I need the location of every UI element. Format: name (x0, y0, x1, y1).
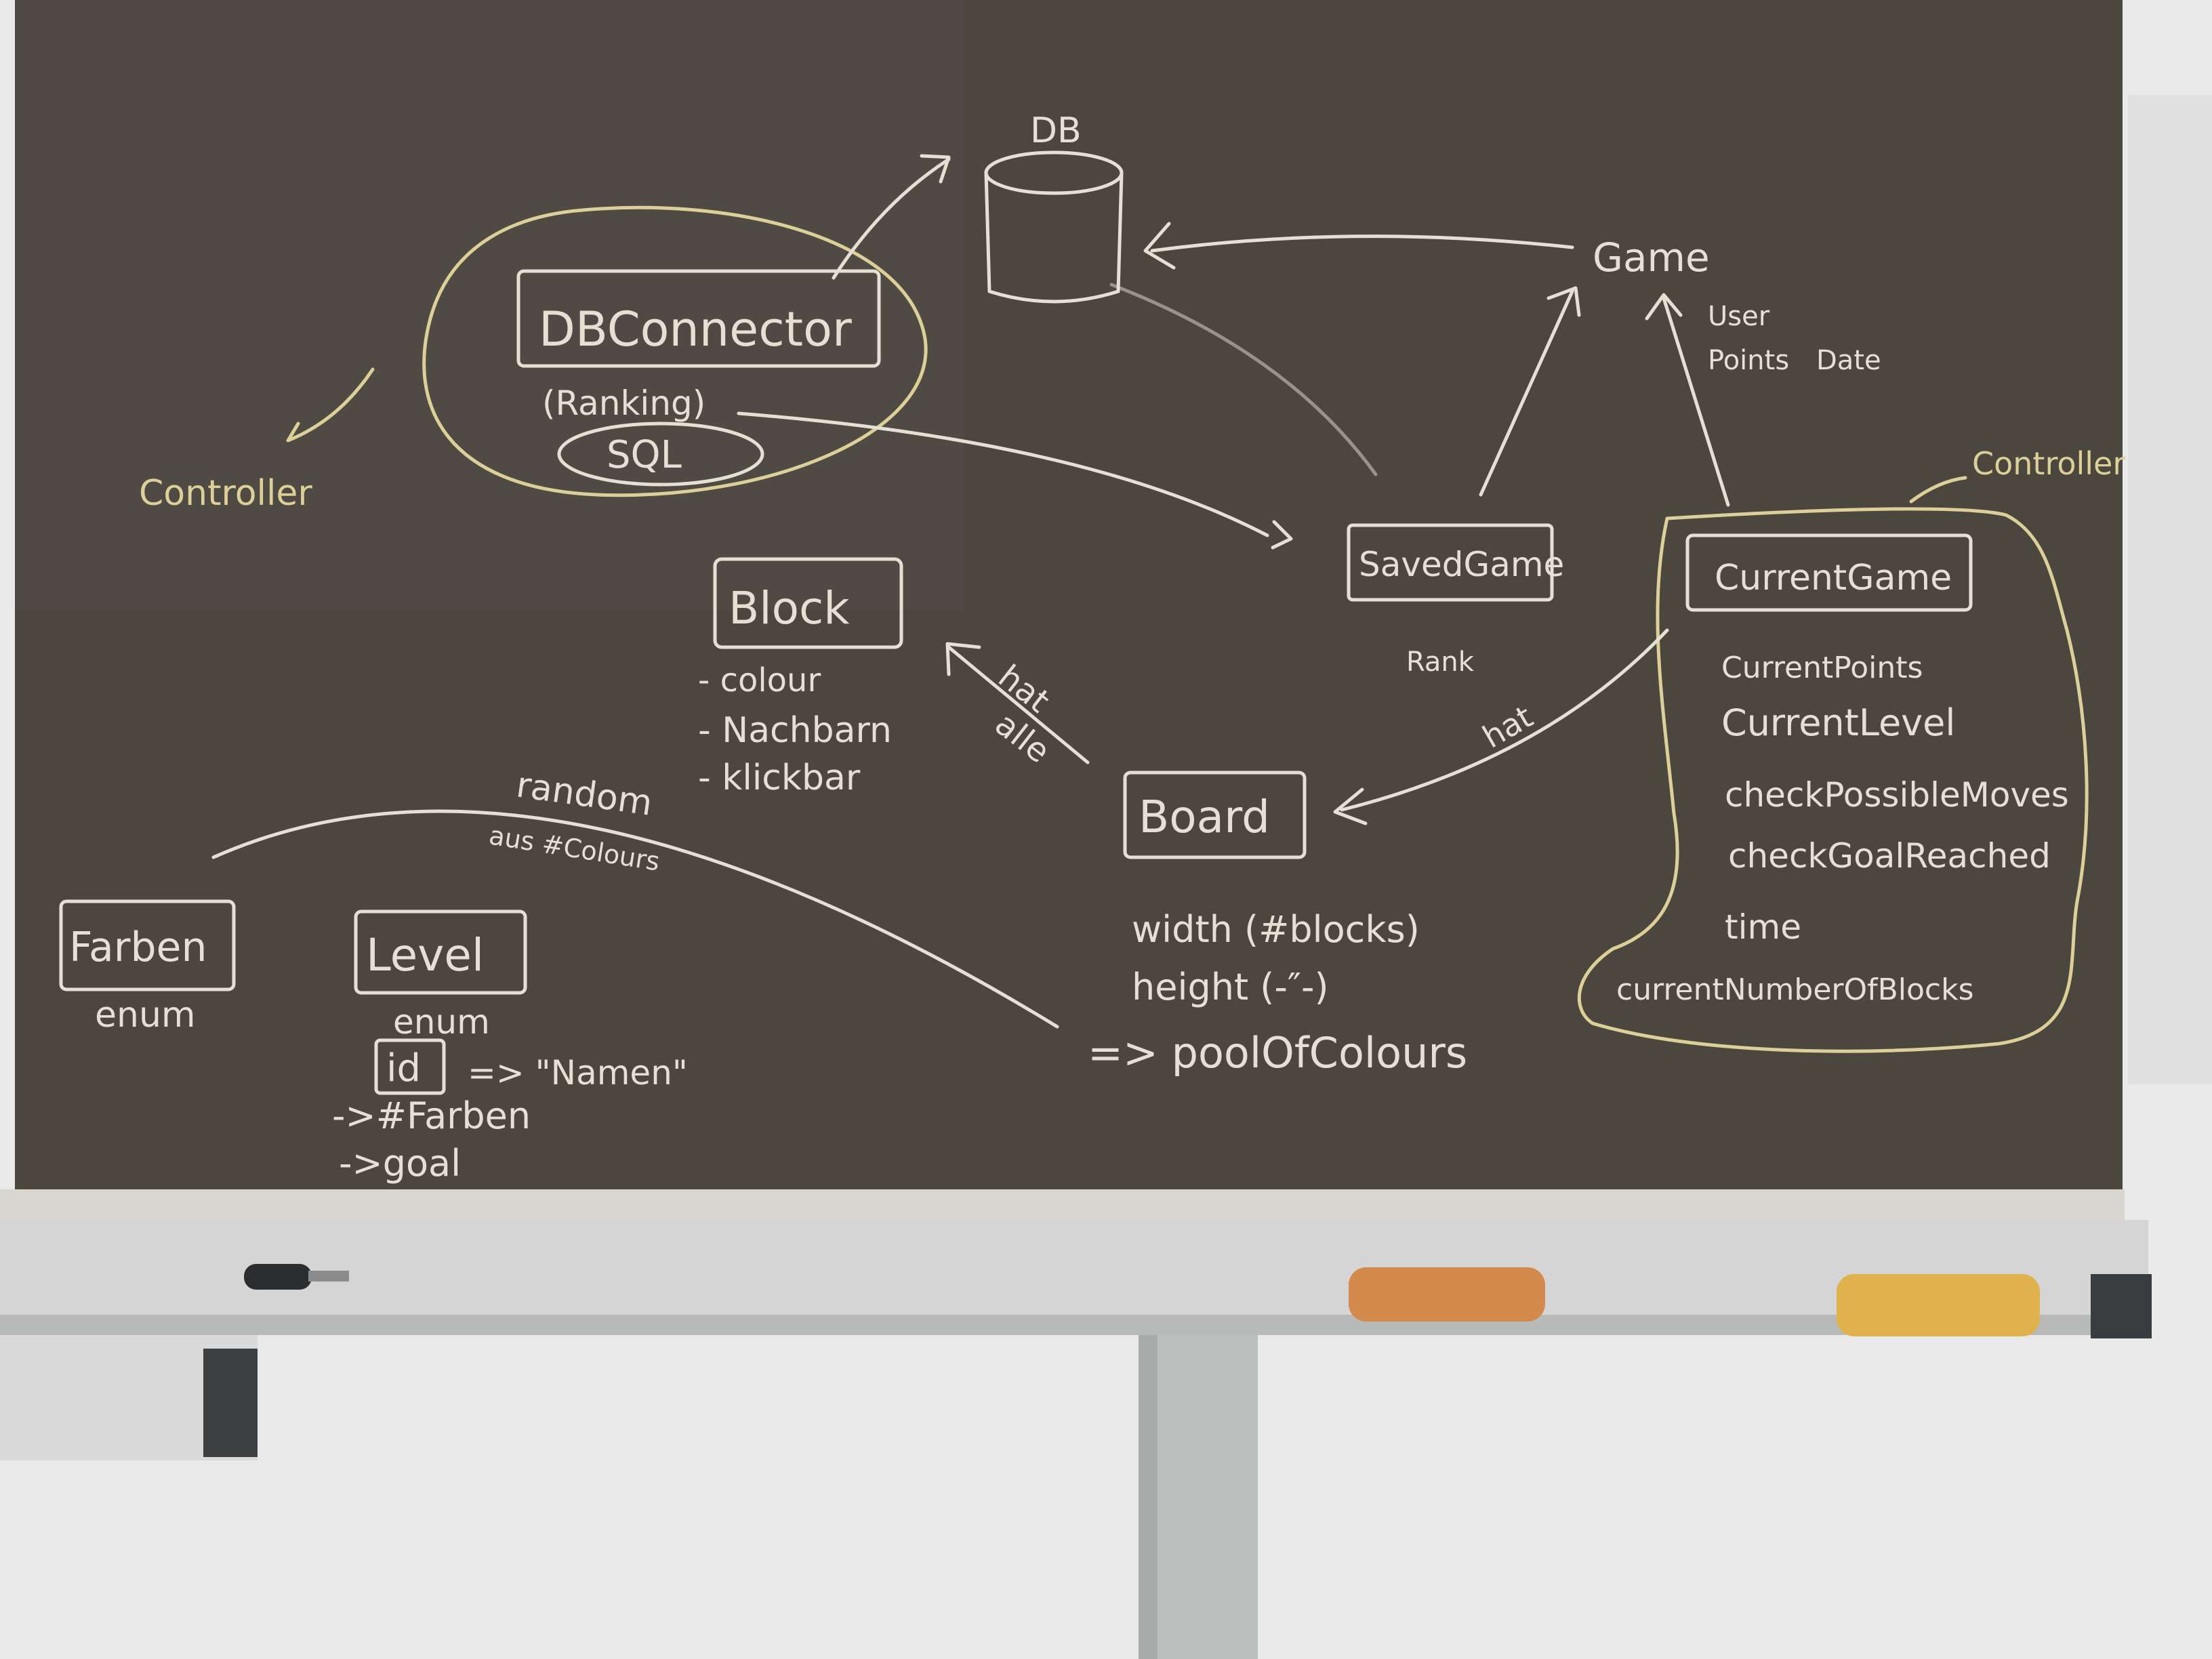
controller-left-line (286, 367, 375, 443)
chalk-lines (59, 150, 2089, 1095)
dbconnector-note-sql: SQL (607, 433, 682, 477)
wall-bracket-edge (203, 1349, 258, 1457)
chalk-tray (0, 1220, 2148, 1328)
block-attr-1: - Nachbarn (698, 710, 892, 751)
currentgame-attr-2: checkPossibleMoves (1725, 775, 2069, 815)
board-attr-0: width (#blocks) (1132, 908, 1420, 951)
faint-db-line (1109, 283, 1378, 476)
pen-clip (308, 1271, 349, 1282)
arrow-board-block (947, 645, 1090, 764)
game-attr-user: User (1708, 301, 1770, 332)
savedgame-attr-rank: Rank (1406, 647, 1475, 678)
tray-end-cap (2091, 1274, 2152, 1338)
random-arc (211, 809, 1059, 1029)
sql-ellipse (557, 422, 764, 487)
chalkboard-frame (0, 1189, 2125, 1223)
arrow-dbconnector-db (832, 157, 951, 280)
level-kind: enum (393, 1002, 490, 1042)
arrowhead-currentgame-board (1333, 787, 1368, 825)
block-attr-0: - colour (698, 661, 821, 699)
block-attr-2: - klickbar (698, 758, 861, 798)
sponge-orange (1349, 1267, 1545, 1322)
stand-leg-shade (1139, 1322, 1158, 1659)
chalkboard-light (15, 0, 964, 610)
arrowhead-dbconnector-db (920, 154, 951, 184)
farben-label: Farben (69, 924, 207, 971)
level-label: Level (366, 929, 484, 981)
controller-right-label: Controller (1972, 445, 2125, 482)
arrowhead-dbconnector-savedgame (1271, 520, 1293, 550)
savedgame-box (1347, 523, 1554, 602)
savedgame-label: SavedGame (1359, 545, 1564, 584)
currentgame-attr-1: CurrentLevel (1721, 701, 1955, 744)
chalk-text: DB DBConnector (Ranking) SQL Controller … (69, 110, 2125, 1185)
arrowhead-board-block (945, 642, 981, 676)
board-label: Board (1139, 791, 1270, 843)
arrow-currentgame-board (1340, 628, 1669, 812)
level-attr-0: ->#Farben (332, 1094, 531, 1137)
dbconnector-label: DBConnector (539, 302, 852, 357)
currentgame-attr-4: time (1725, 907, 1801, 947)
stand-leg (1139, 1322, 1258, 1659)
currentgame-box (1685, 533, 1973, 612)
controller-right-line (1909, 476, 1967, 504)
farben-box (59, 899, 236, 991)
board-attr-1: height (-″-) (1132, 966, 1329, 1008)
currentgame-outline (1577, 507, 2089, 1053)
level-id-note: => "Namen" (468, 1053, 688, 1092)
arrowhead-game-db (1143, 222, 1176, 270)
arrow-currentgame-game (1662, 296, 1730, 507)
board-attr-2: => poolOfColours (1088, 1028, 1467, 1078)
board-box (1123, 771, 1307, 859)
currentgame-attr-3: checkGoalReached (1728, 836, 2051, 876)
farben-kind: enum (95, 995, 196, 1036)
level-id-label: id (386, 1046, 421, 1090)
dbconnector-ellipse (422, 205, 928, 497)
block-box (713, 557, 903, 649)
game-attr-date: Date (1816, 345, 1881, 376)
block-label: Block (729, 582, 850, 634)
dbconnector-box (516, 269, 881, 368)
arrow-game-db (1150, 234, 1574, 253)
currentgame-attr-0: CurrentPoints (1721, 651, 1923, 685)
level-id-box (374, 1038, 446, 1095)
dbconnector-note-ranking: (Ranking) (542, 384, 705, 423)
level-box (354, 909, 527, 995)
arrowhead-savedgame-game (1547, 286, 1581, 317)
controller-left-label: Controller (139, 473, 312, 514)
arrowhead-currentgame-game (1645, 293, 1683, 321)
db-label: DB (1030, 110, 1082, 151)
arrow-savedgame-game (1479, 289, 1574, 497)
sponge-yellow (1837, 1274, 2040, 1336)
currentgame-label: CurrentGame (1715, 558, 1952, 598)
arrow-dbconnector-savedgame (737, 411, 1269, 537)
game-label: Game (1593, 234, 1710, 281)
game-attr-points: Points (1708, 345, 1789, 376)
level-attr-1: ->goal (339, 1142, 461, 1185)
wall-right-shadow (2128, 95, 2212, 1084)
db-cylinder-body (984, 171, 1124, 304)
marker-pen (244, 1264, 312, 1290)
currentgame-attr-5: currentNumberOfBlocks (1616, 972, 1974, 1007)
chalk-tray-lip (0, 1315, 2148, 1335)
